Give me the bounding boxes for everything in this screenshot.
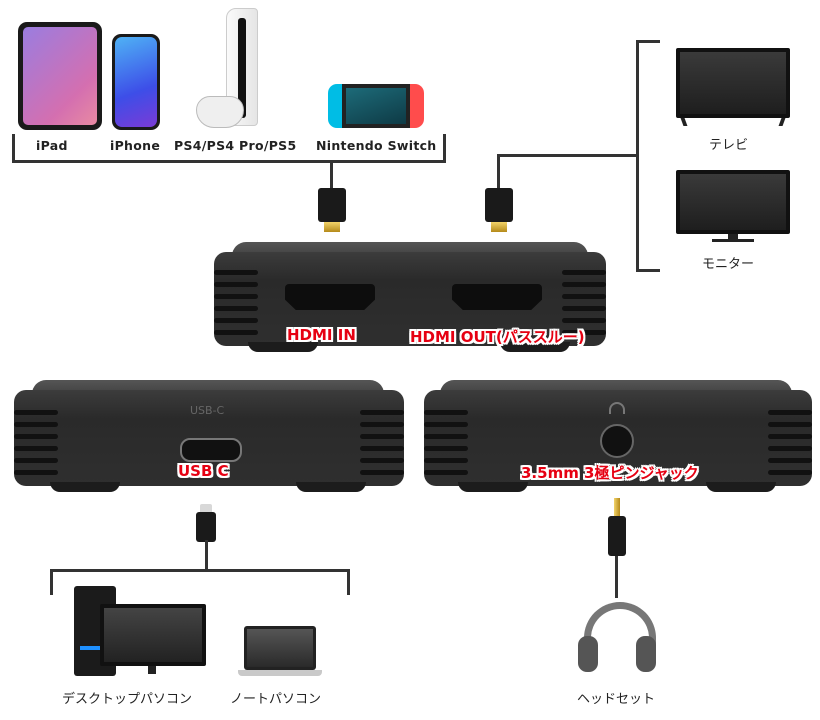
hdmi-in-port: [285, 284, 375, 310]
hdmi-out-cable: [497, 154, 500, 190]
audio-jack-port: [600, 424, 634, 458]
computer-label-desktop: デスクトップパソコン: [62, 692, 193, 707]
tv-image: [676, 48, 790, 128]
source-label-iphone: iPhone: [110, 138, 161, 153]
source-label-ps: PS4/PS4 Pro/PS5: [174, 138, 297, 153]
vent-left-audio: [424, 410, 468, 482]
headset-image: [578, 598, 656, 676]
laptop-image: [238, 626, 322, 680]
source-bracket: [12, 160, 446, 163]
usb-c-label: USB C: [178, 462, 229, 480]
source-label-ipad: iPad: [36, 138, 68, 153]
hdmi-in-cable: [330, 160, 333, 190]
audio-plug-tip: [614, 498, 620, 518]
audio-jack-label: 3.5mm 3極ピンジャック: [521, 464, 699, 482]
display-label-tv: テレビ: [709, 138, 749, 153]
hdmi-in-plug: [318, 188, 346, 222]
computer-bracket: [50, 569, 350, 572]
ps5-image: [192, 8, 272, 132]
usb-c-plug: [200, 504, 212, 514]
source-label-switch: Nintendo Switch: [316, 138, 437, 153]
audio-label-headset: ヘッドセット: [577, 692, 656, 707]
desktop-pc-image: [74, 586, 206, 678]
usb-c-port: [180, 438, 242, 462]
hdmi-out-port: [452, 284, 542, 310]
iphone-image: [112, 34, 160, 130]
vent-right-audio: [768, 410, 812, 482]
computer-label-laptop: ノートパソコン: [230, 692, 322, 707]
usb-cable: [205, 540, 208, 572]
vent-right-usb: [360, 410, 404, 482]
usb-c-engraving: USB-C: [190, 404, 225, 417]
vent-left-usb: [14, 410, 58, 482]
display-label-monitor: モニター: [702, 257, 755, 272]
monitor-image: [676, 170, 790, 244]
vent-left-top: [214, 270, 258, 342]
hdmi-out-plug: [485, 188, 513, 222]
audio-cable: [615, 556, 618, 598]
headset-engraving-icon: [609, 402, 625, 414]
hdmi-out-label: HDMI OUT(パススルー): [410, 328, 585, 346]
hdmi-in-label: HDMI IN: [287, 326, 356, 344]
nintendo-switch-image: [328, 84, 424, 128]
ipad-image: [18, 22, 102, 130]
vent-right-top: [562, 270, 606, 342]
